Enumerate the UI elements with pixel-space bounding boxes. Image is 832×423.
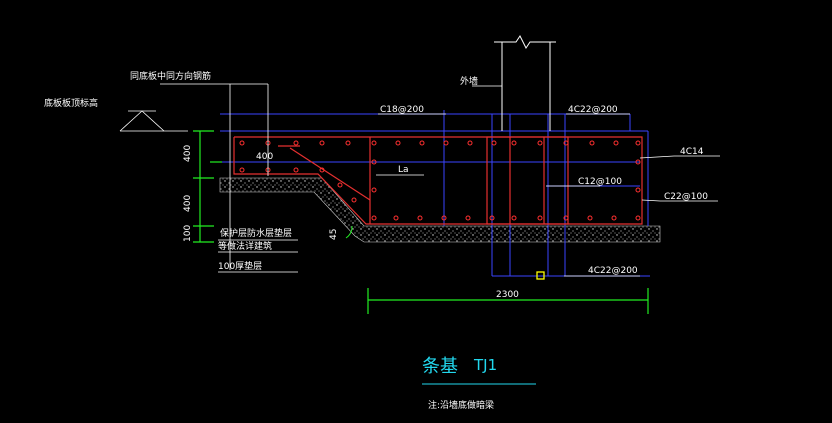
- la-label: La: [398, 165, 409, 175]
- outer-wall-label: 外墙: [460, 75, 478, 87]
- same-direction-rebar-label: 同底板中同方向钢筋: [130, 70, 211, 82]
- rebar-dot: [537, 215, 543, 221]
- rebar-dot: [635, 187, 641, 193]
- c22-100-label: C22@100: [664, 192, 708, 202]
- c12-label: C12@100: [578, 177, 622, 187]
- rebar-dot: [611, 215, 617, 221]
- rebar-dot: [319, 167, 325, 173]
- rebar-dot: [467, 140, 473, 146]
- rebar-dot: [371, 140, 377, 146]
- see-architecture-label: 等做法详建筑: [218, 240, 272, 252]
- rebar-dot: [563, 215, 569, 221]
- rebar-dot: [635, 140, 641, 146]
- rebar-dot: [319, 140, 325, 146]
- dim-100-label: 100: [183, 225, 193, 242]
- rebar-dot: [371, 215, 377, 221]
- rebar-dot: [393, 215, 399, 221]
- rebar-dot: [613, 140, 619, 146]
- outer-wall: [494, 35, 556, 131]
- bottom-4c22-label: 4C22@200: [588, 266, 638, 276]
- concrete-outline: [233, 136, 643, 225]
- rebar-dot: [635, 215, 641, 221]
- rebar-dot: [441, 215, 447, 221]
- dim-400-b-label: 400: [183, 195, 193, 212]
- rebar-dot: [489, 215, 495, 221]
- four-c14-label: 4C14: [680, 147, 704, 157]
- rebar-dot: [589, 140, 595, 146]
- rebar-dot: [371, 187, 377, 193]
- note-text: 注:沿墙底做暗梁: [428, 399, 494, 411]
- rebar-dot: [417, 215, 423, 221]
- rebar-dot: [443, 140, 449, 146]
- rebar-dot: [635, 159, 641, 165]
- dimension-lines: [193, 130, 649, 314]
- rebar-dot: [587, 215, 593, 221]
- dim-400-a-label: 400: [183, 145, 193, 162]
- rebar-dot: [511, 215, 517, 221]
- angle-arc: [345, 225, 353, 239]
- rebar-dot: [293, 167, 299, 173]
- rebar-dots: [239, 140, 641, 221]
- rebar-dot: [395, 140, 401, 146]
- title-code: TJ1: [473, 356, 497, 374]
- c18-label: C18@200: [380, 105, 424, 115]
- cushion-layer: [219, 177, 661, 243]
- leader-lines: [119, 83, 720, 277]
- rebar-dot: [293, 140, 299, 146]
- rebar-dot: [239, 140, 245, 146]
- rebar-dot: [371, 159, 377, 165]
- rebar-dot: [351, 197, 357, 203]
- title-main: 条基: [422, 356, 458, 377]
- rebar-dot: [491, 140, 497, 146]
- top-4c22-label: 4C22@200: [568, 105, 618, 115]
- marker-square: [536, 271, 545, 280]
- rebar-dot: [419, 140, 425, 146]
- rebar-dot: [563, 140, 569, 146]
- protective-layer-label: 保护层防水层垫层: [220, 227, 292, 239]
- rebar-dot: [537, 140, 543, 146]
- rebar-dot: [465, 215, 471, 221]
- guide-lines: [210, 110, 650, 277]
- rebar-dot: [337, 182, 343, 188]
- rebar-dot: [345, 140, 351, 146]
- angle-45-label: 45: [329, 229, 339, 240]
- rebar-dot: [239, 167, 245, 173]
- dim-2300-label: 2300: [496, 290, 519, 300]
- cushion-100-label: 100厚垫层: [218, 260, 262, 272]
- rebar-dot: [511, 140, 517, 146]
- slab-top-elevation-label: 底板板顶标高: [44, 97, 98, 109]
- inner-400-label: 400: [256, 152, 273, 162]
